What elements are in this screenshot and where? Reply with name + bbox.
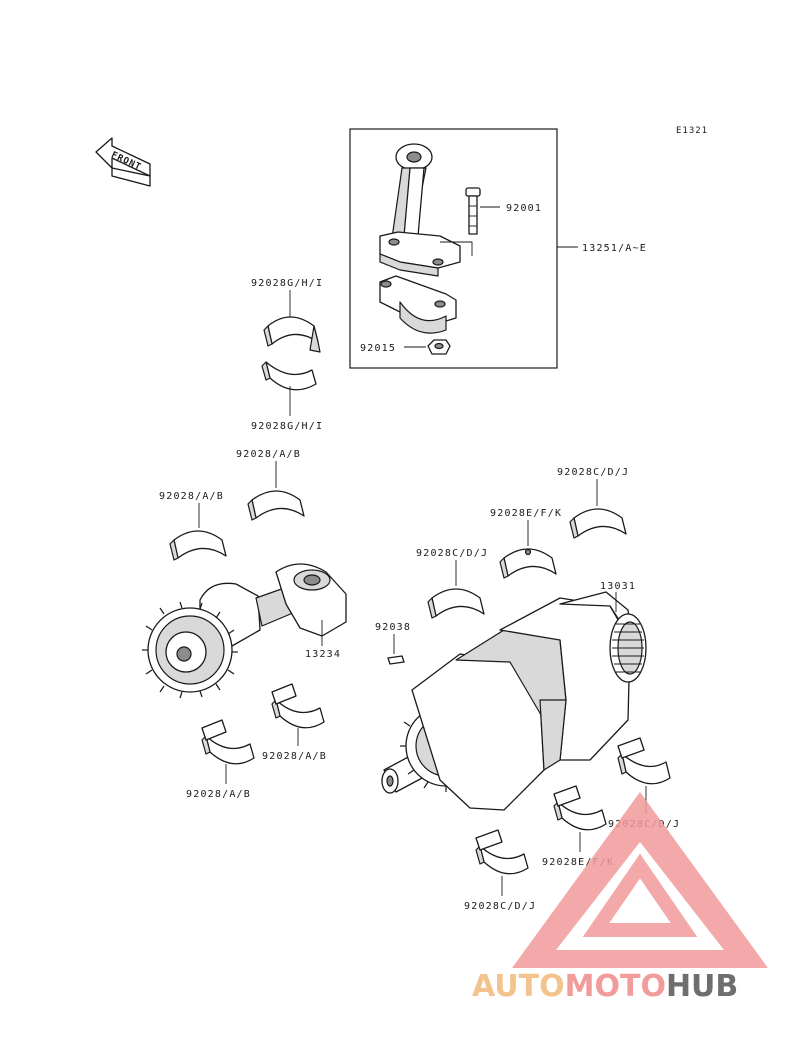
label-crankshaft: 13031 (600, 581, 636, 592)
label-main-bearing-cdj-4: 92028C/D/J (464, 901, 536, 912)
label-key: 92038 (375, 622, 411, 633)
conrod-nut (427, 339, 451, 355)
label-main-bearing-efk-2: 92028E/F/K (542, 857, 614, 868)
conrod-cap (379, 275, 457, 334)
label-crankpin-bearing-lower: 92028G/H/I (251, 421, 323, 432)
balancer-bearing-1 (247, 490, 305, 521)
watermark-hub: HUB (666, 969, 738, 1004)
balancer-bearing-2 (169, 530, 227, 561)
crankpin-bearing-upper (263, 316, 321, 353)
label-balancer-bearing-3: 92028/A/B (262, 751, 327, 762)
conrod-bolt (465, 187, 481, 235)
label-conrod-bolt: 92001 (506, 203, 542, 214)
balancer-shaft (142, 563, 347, 699)
connecting-rod (379, 143, 461, 277)
main-bearing-efk-1 (499, 548, 557, 579)
label-balancer-bearing-1: 92028/A/B (236, 449, 301, 460)
label-main-bearing-cdj-1: 92028C/D/J (557, 467, 629, 478)
main-bearing-cdj-4 (475, 829, 529, 875)
crankpin-bearing-lower (261, 361, 317, 391)
label-conrod-nut: 92015 (360, 343, 396, 354)
front-arrow-icon: FRONT (95, 137, 151, 187)
watermark-moto: MOTO (565, 969, 666, 1004)
label-main-bearing-cdj-2: 92028C/D/J (416, 548, 488, 559)
watermark-auto: AUTO (472, 969, 565, 1004)
balancer-bearing-3 (271, 683, 325, 729)
svg-text:AUTOMOTOHUB: AUTOMOTOHUB (472, 969, 738, 1004)
main-bearing-cdj-2 (427, 588, 485, 619)
label-balancer-bearing-2: 92028/A/B (159, 491, 224, 502)
main-bearing-cdj-3 (617, 737, 671, 785)
watermark-logo: AUTOMOTOHUB (472, 792, 768, 1004)
label-balancer-shaft: 13234 (305, 649, 341, 660)
conrod-assembly-box (349, 128, 558, 369)
label-balancer-bearing-4: 92028/A/B (186, 789, 251, 800)
key (387, 655, 405, 665)
label-conrod-assembly: 13251/A~E (582, 243, 647, 254)
crankshaft (381, 591, 647, 811)
label-crankpin-bearing-upper: 92028G/H/I (251, 278, 323, 289)
balancer-bearing-4 (201, 719, 255, 765)
diagram-code: E1321 (676, 126, 708, 136)
watermark-triangle-icon (512, 792, 768, 968)
main-bearing-efk-2 (553, 785, 607, 831)
label-main-bearing-efk-1: 92028E/F/K (490, 508, 562, 519)
main-bearing-cdj-1 (569, 508, 627, 539)
